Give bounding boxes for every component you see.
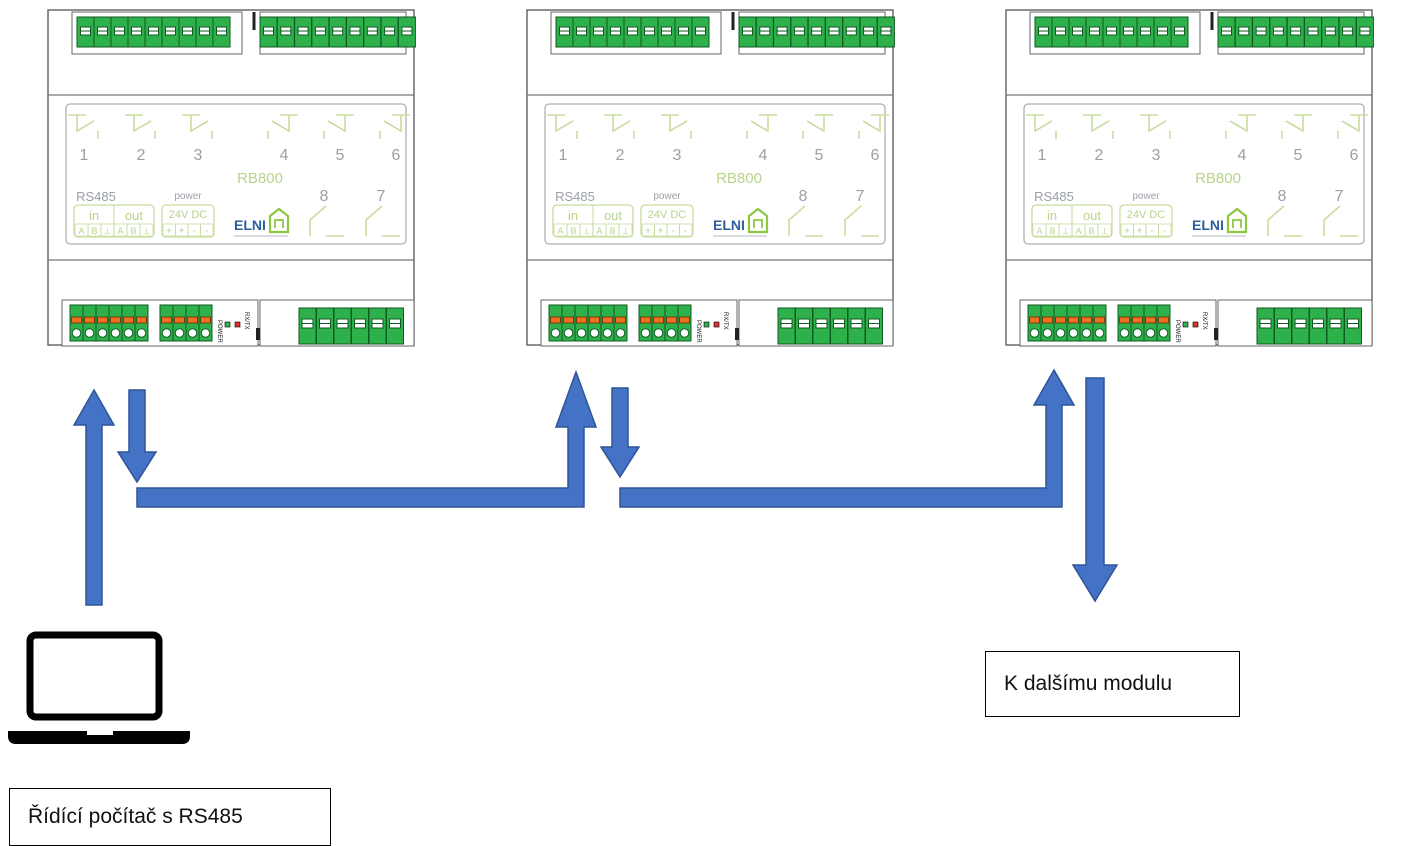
rs485-out-label: out <box>604 208 622 223</box>
relay-number-7: 7 <box>1335 188 1344 205</box>
power-pin-label: + <box>179 226 185 237</box>
power-pin-label: - <box>205 226 208 237</box>
relay-number-4: 4 <box>759 147 768 164</box>
power-label: power <box>653 191 681 202</box>
rs485-in-label: in <box>89 208 99 223</box>
relay-number-8: 8 <box>799 188 808 205</box>
rs485-out-label: out <box>1083 208 1101 223</box>
voltage-label: 24V DC <box>169 209 208 221</box>
power-label: power <box>174 191 202 202</box>
power-pin-label: - <box>671 226 674 237</box>
relay-number-2: 2 <box>137 147 146 164</box>
power-pin-label: - <box>192 226 195 237</box>
power-pin-label: + <box>1124 226 1130 237</box>
laptop-icon <box>8 631 190 744</box>
rs485-label: RS485 <box>1034 189 1074 204</box>
rs485-pin-label: B <box>1049 226 1055 236</box>
model-label: RB800 <box>1195 170 1241 187</box>
relay-number-3: 3 <box>1152 147 1161 164</box>
model-label: RB800 <box>716 170 762 187</box>
bus-segment-1 <box>136 369 598 508</box>
rs485-pin-label: A <box>596 226 602 236</box>
rs485-pin-label: ⊥ <box>583 226 591 236</box>
rs485-pin-label: A <box>1075 226 1081 236</box>
power-pin-label: - <box>1163 226 1166 237</box>
relay-number-4: 4 <box>1238 147 1247 164</box>
relay-number-2: 2 <box>1095 147 1104 164</box>
relay-number-8: 8 <box>320 188 329 205</box>
power-label: power <box>1132 191 1160 202</box>
led-rxtx-label: RX/TX <box>243 312 249 330</box>
rs485-pin-label: A <box>78 226 84 236</box>
rs485-pin-label: ⊥ <box>104 226 112 236</box>
rs485-pin-label: ⊥ <box>622 226 630 236</box>
relay-number-2: 2 <box>616 147 625 164</box>
rs485-pin-label: B <box>609 226 615 236</box>
rs485-in-label: in <box>568 208 578 223</box>
relay-number-6: 6 <box>392 147 401 164</box>
power-pin-label: + <box>645 226 651 237</box>
relay-number-6: 6 <box>871 147 880 164</box>
rs485-pin-label: A <box>557 226 563 236</box>
power-pin-label: - <box>684 226 687 237</box>
model-label: RB800 <box>237 170 283 187</box>
power-pin-label: + <box>166 226 172 237</box>
led-rxtx-label: RX/TX <box>1201 312 1207 330</box>
relay-number-5: 5 <box>336 147 345 164</box>
led-power-label: POWER <box>695 320 701 343</box>
relay-number-3: 3 <box>194 147 203 164</box>
rs485-pin-label: B <box>130 226 136 236</box>
rs485-pin-label: ⊥ <box>1101 226 1109 236</box>
relay-number-1: 1 <box>1038 147 1047 164</box>
relay-number-8: 8 <box>1278 188 1287 205</box>
led-power-label: POWER <box>1174 320 1180 343</box>
relay-number-5: 5 <box>1294 147 1303 164</box>
relay-number-7: 7 <box>856 188 865 205</box>
rs485-out-label: out <box>125 208 143 223</box>
power-pin-label: + <box>658 226 664 237</box>
elni-logo: ELNI <box>234 207 290 237</box>
relay-number-1: 1 <box>80 147 89 164</box>
power-pin-label: - <box>1150 226 1153 237</box>
arrow-bus-2 <box>599 387 641 479</box>
arrow-pc-up <box>72 388 116 606</box>
bus-segment-2 <box>619 368 1076 508</box>
relay-number-6: 6 <box>1350 147 1359 164</box>
elni-logo: ELNI <box>1192 207 1248 237</box>
arrow-bus-1 <box>116 389 158 484</box>
relay-number-4: 4 <box>280 147 289 164</box>
voltage-label: 24V DC <box>648 209 687 221</box>
relay-number-7: 7 <box>377 188 386 205</box>
power-pin-label: + <box>1137 226 1143 237</box>
relay-number-5: 5 <box>815 147 824 164</box>
rs485-pin-label: A <box>1036 226 1042 236</box>
rs485-label: RS485 <box>76 189 116 204</box>
svg-text:ELNI: ELNI <box>713 217 745 233</box>
rs485-pin-label: ⊥ <box>143 226 151 236</box>
svg-text:ELNI: ELNI <box>234 217 266 233</box>
led-rxtx-label: RX/TX <box>722 312 728 330</box>
rs485-pin-label: B <box>1088 226 1094 236</box>
relay-number-3: 3 <box>673 147 682 164</box>
led-power-label: POWER <box>216 320 222 343</box>
rs485-in-label: in <box>1047 208 1057 223</box>
svg-text:ELNI: ELNI <box>1192 217 1224 233</box>
label-controller-pc: Řídící počítač s RS485 <box>9 788 331 846</box>
rs485-label: RS485 <box>555 189 595 204</box>
rs485-pin-label: A <box>117 226 123 236</box>
voltage-label: 24V DC <box>1127 209 1166 221</box>
relay-number-1: 1 <box>559 147 568 164</box>
arrow-to-next-module <box>1071 377 1119 603</box>
elni-logo: ELNI <box>713 207 769 237</box>
rs485-pin-label: B <box>570 226 576 236</box>
rs485-pin-label: B <box>91 226 97 236</box>
label-next-module: K dalšímu modulu <box>985 651 1240 717</box>
rs485-pin-label: ⊥ <box>1062 226 1070 236</box>
